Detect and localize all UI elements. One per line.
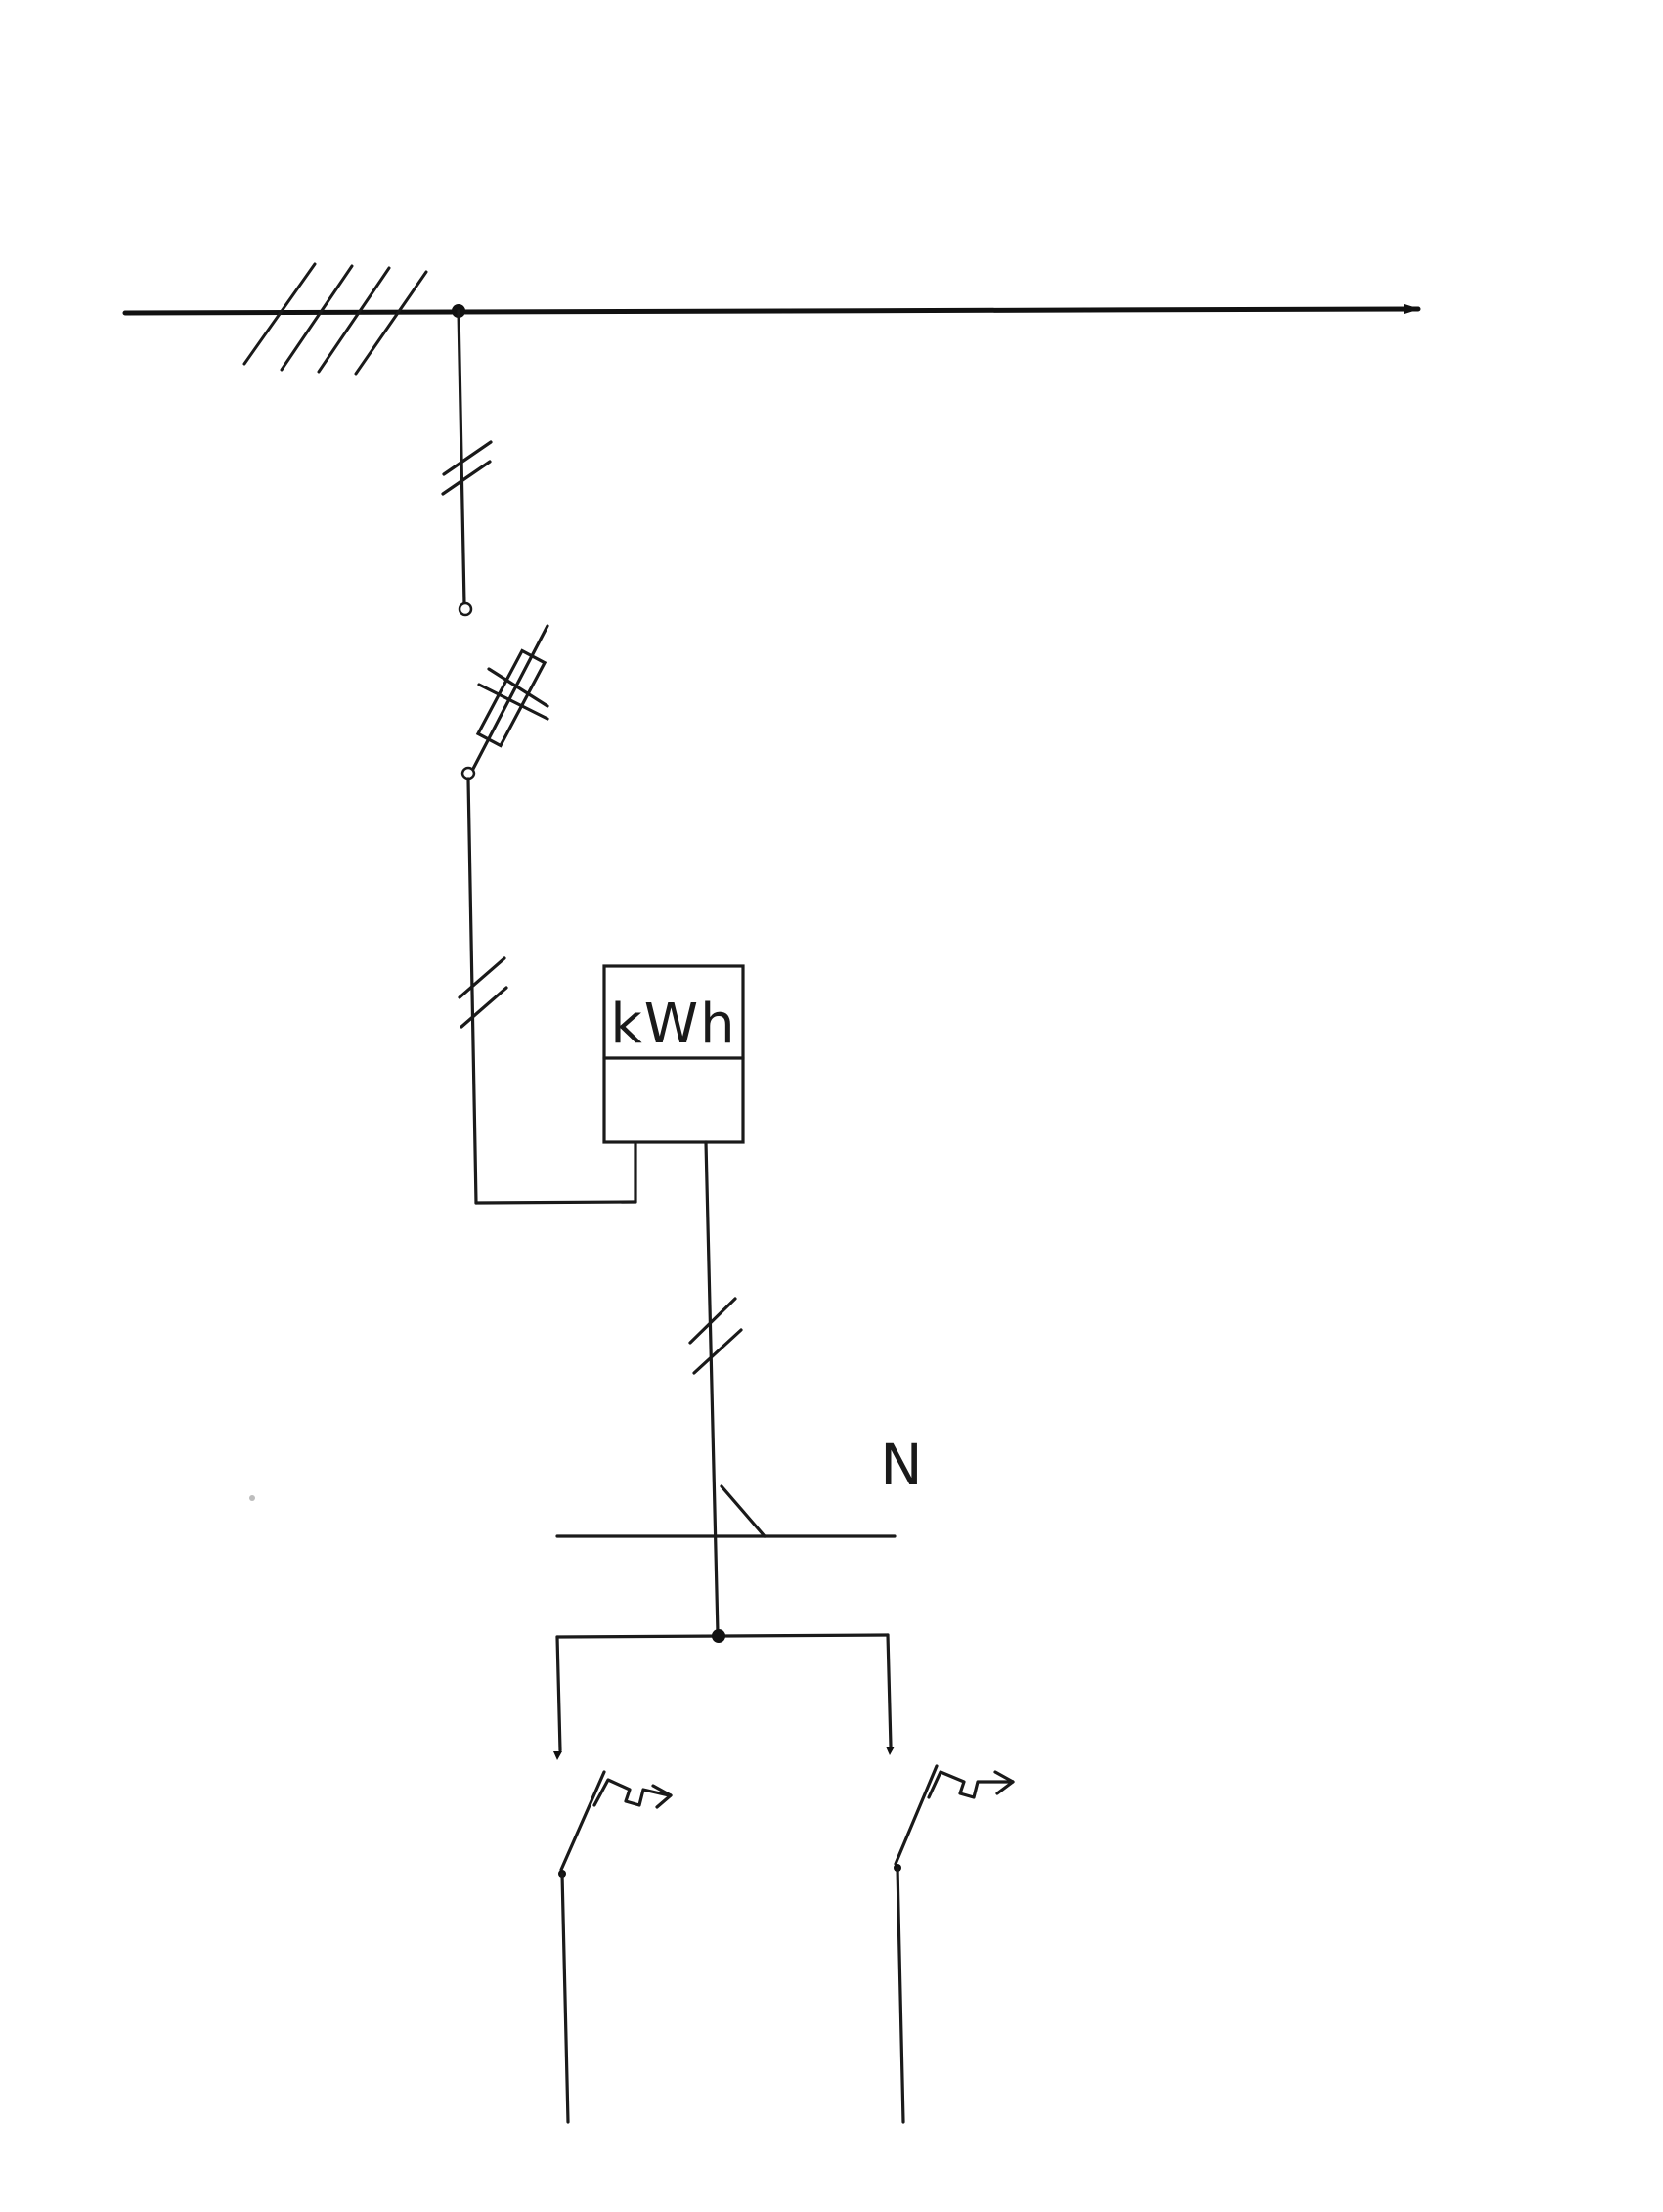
distribution-busbar — [555, 1629, 893, 1752]
fuse-symbol — [458, 601, 549, 781]
fuse-upper-terminal — [458, 601, 473, 617]
meter-output-wire — [688, 1140, 743, 1635]
fuse-to-meter-wire — [458, 777, 637, 1205]
service-drop-wire — [441, 309, 493, 606]
paper-speck — [249, 1495, 255, 1501]
neutral-label: N — [880, 1432, 922, 1498]
supply-line — [122, 304, 1421, 316]
supply-hatching — [242, 262, 428, 376]
meter-label: kWh — [610, 993, 736, 1056]
left-circuit-breaker — [553, 1751, 673, 2124]
distribution-junction-dot — [712, 1629, 725, 1643]
kwh-meter: kWh — [602, 964, 745, 1144]
neutral-bar: N — [555, 1432, 923, 1538]
fuse-lower-terminal — [460, 766, 476, 781]
right-circuit-breaker — [886, 1747, 1015, 2124]
